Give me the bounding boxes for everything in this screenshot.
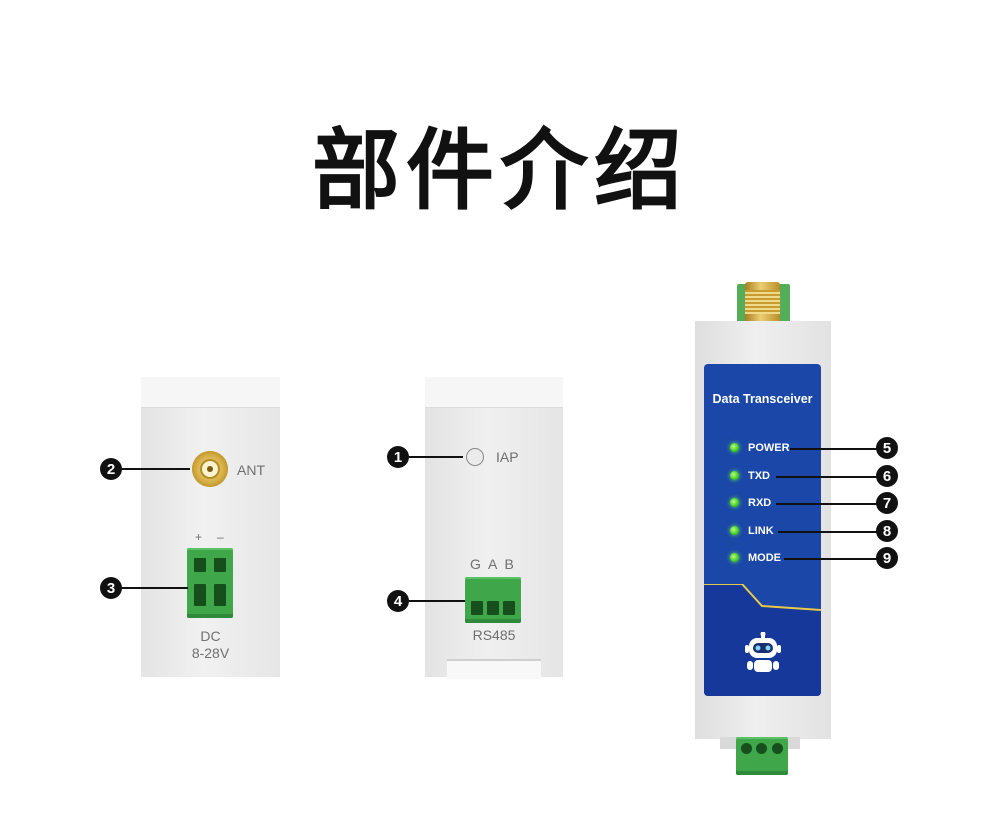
bottom-terminal-block — [736, 737, 788, 775]
terminal-screw — [772, 743, 783, 754]
terminal-socket — [471, 601, 483, 615]
callout-line-5 — [790, 448, 878, 450]
iap-button-hole-icon — [466, 448, 484, 466]
terminal-screw — [756, 743, 767, 754]
callout-line-6 — [776, 476, 878, 478]
led-label-txd: TXD — [748, 470, 770, 482]
link-led-icon — [730, 526, 739, 535]
robot-mascot-icon — [745, 632, 781, 672]
callout-marker-9: 9 — [876, 547, 898, 569]
callout-marker-7: 7 — [876, 492, 898, 514]
callout-marker-6: 6 — [876, 465, 898, 487]
power-terminal-block — [187, 548, 233, 618]
voltage-label: 8-28V — [191, 645, 230, 661]
polarity-minus-label: – — [217, 530, 224, 544]
front-panel: Data Transceiver POWER TXD RXD LINK MODE — [704, 364, 821, 696]
txd-led-icon — [730, 471, 739, 480]
interface-label: RS485 — [472, 627, 516, 643]
callout-line-9 — [784, 558, 878, 560]
terminal-pin-labels: G A B — [470, 556, 516, 572]
callout-marker-5: 5 — [876, 437, 898, 459]
callout-line-4 — [409, 600, 465, 602]
module-foot — [447, 659, 541, 679]
sma-pin — [207, 466, 213, 472]
callout-line-2 — [122, 468, 190, 470]
terminal-screw — [194, 558, 206, 572]
callout-marker-2: 2 — [100, 458, 122, 480]
terminal-screw — [741, 743, 752, 754]
terminal-socket — [194, 584, 206, 606]
rxd-led-icon — [730, 498, 739, 507]
callout-marker-3: 3 — [100, 577, 122, 599]
module-cap — [141, 377, 280, 408]
callout-marker-8: 8 — [876, 520, 898, 542]
rs485-terminal-block — [465, 577, 521, 623]
power-label: DC — [200, 628, 221, 644]
left-module-side: ANT + – DC 8-28V — [141, 377, 280, 677]
led-label-link: LINK — [748, 525, 774, 537]
page-title: 部件介绍 — [311, 119, 688, 222]
module-cap — [425, 377, 563, 408]
callout-line-8 — [778, 531, 878, 533]
terminal-socket — [214, 584, 226, 606]
terminal-socket — [487, 601, 499, 615]
callout-line-7 — [776, 503, 878, 505]
callout-marker-4: 4 — [387, 590, 409, 612]
led-label-power: POWER — [748, 442, 790, 454]
iap-label: IAP — [496, 449, 519, 465]
antenna-label: ANT — [237, 462, 265, 478]
polarity-plus-label: + — [195, 530, 203, 544]
terminal-socket — [503, 601, 515, 615]
power-led-icon — [730, 443, 739, 452]
led-label-mode: MODE — [748, 552, 781, 564]
terminal-screw — [214, 558, 226, 572]
callout-line-3 — [122, 587, 188, 589]
panel-title: Data Transceiver — [712, 392, 813, 406]
callout-line-1 — [409, 456, 463, 458]
middle-module-side: IAP G A B RS485 — [425, 377, 563, 679]
callout-marker-1: 1 — [387, 446, 409, 468]
mode-led-icon — [730, 553, 739, 562]
led-label-rxd: RXD — [748, 497, 772, 509]
antenna-connector-icon — [745, 282, 780, 324]
